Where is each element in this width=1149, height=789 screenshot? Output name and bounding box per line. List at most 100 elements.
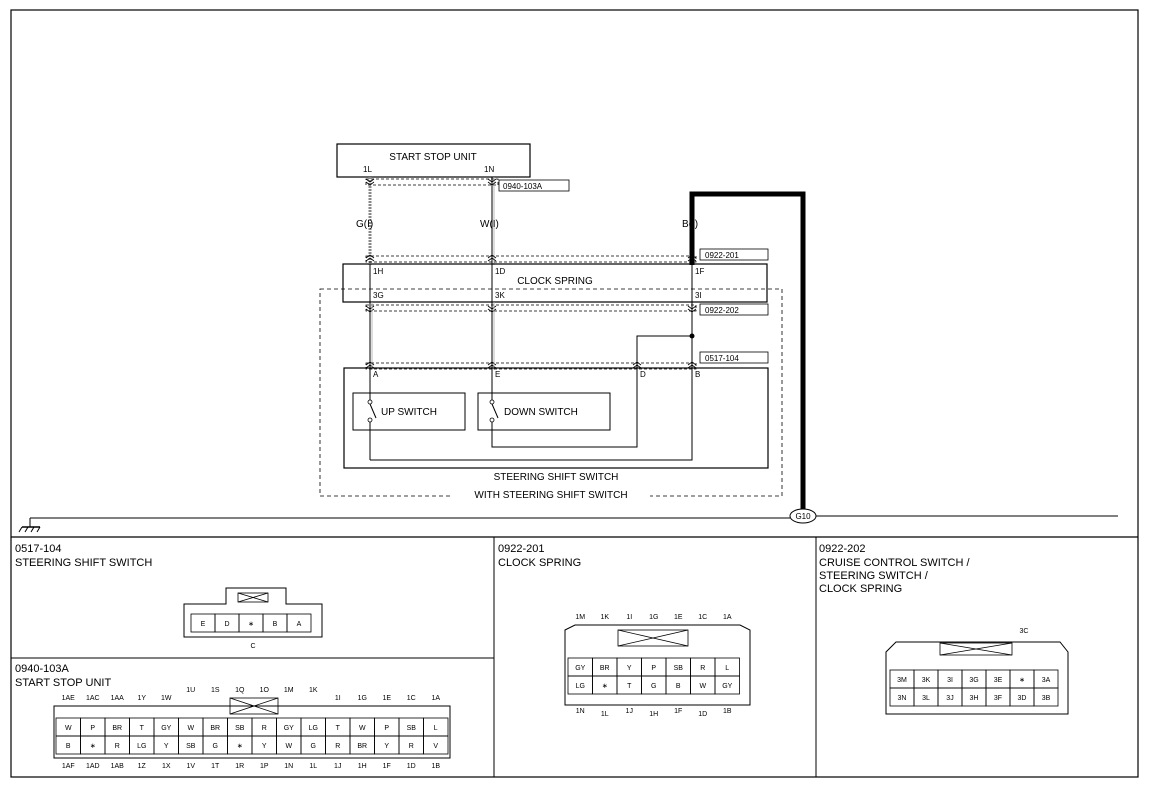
c0517-id: 0517-104 bbox=[15, 543, 62, 555]
c0922-202-row1: ∗ bbox=[1019, 677, 1025, 684]
wire-w-label: W(I) bbox=[480, 219, 499, 230]
c0940-bottom-pin: 1V bbox=[186, 763, 195, 770]
c0940-top-pin: 1I bbox=[335, 695, 341, 702]
c0940-row2: R bbox=[409, 743, 414, 750]
c0940-bottom-pin: 1T bbox=[211, 763, 220, 770]
c0922-201-top-pin: 1G bbox=[649, 614, 658, 621]
c0940-name: START STOP UNIT bbox=[15, 677, 111, 689]
c0922-201-id: 0922-201 bbox=[498, 543, 545, 555]
c0940-top-pin: 1K bbox=[309, 687, 318, 694]
steering-shift-switch-box bbox=[343, 367, 769, 469]
c0922-202-row2: 3H bbox=[970, 695, 979, 702]
c0517-bottom: C bbox=[250, 643, 255, 650]
c0940-top-pin: 1Q bbox=[235, 687, 245, 694]
c0517-pin: D bbox=[224, 621, 229, 628]
c0922-202-row1: 3A bbox=[1042, 677, 1051, 684]
c0940-bottom-pin: 1H bbox=[358, 763, 367, 770]
c0940-top-pin: 1C bbox=[407, 695, 416, 702]
chevrons bbox=[365, 178, 697, 369]
c0922-201-bottom-pin: 1J bbox=[626, 708, 633, 715]
c0517-pin: B bbox=[273, 621, 278, 628]
c0940-row2: R bbox=[115, 743, 120, 750]
c0922-202-id: 0922-202 bbox=[819, 543, 866, 555]
c0940-row1: W bbox=[187, 725, 194, 732]
c0517-name: STEERING SHIFT SWITCH bbox=[15, 557, 152, 569]
c0940-row1: SB bbox=[235, 725, 245, 732]
conn-0517-tag-label: 0517-104 bbox=[705, 354, 739, 363]
cs-pin-1d: 1D bbox=[495, 267, 505, 276]
c0940-row2: Y bbox=[384, 743, 389, 750]
cs-pin-1f: 1F bbox=[695, 267, 704, 276]
c0922-201-row2: LG bbox=[576, 683, 585, 690]
c0922-202-row1: 3K bbox=[922, 677, 931, 684]
c0940-top-pin: 1Y bbox=[137, 695, 146, 702]
c0940-top-pin: 1U bbox=[186, 687, 195, 694]
ground-g10-label: G10 bbox=[795, 512, 811, 521]
c0922-201-top-pin: 1M bbox=[575, 614, 585, 621]
c0922-201-bottom-pin: 1B bbox=[723, 708, 732, 715]
c0922-201-row2: W bbox=[699, 683, 706, 690]
c0940-row2: R bbox=[335, 743, 340, 750]
c0940-top-pin: 1O bbox=[260, 687, 270, 694]
c0940-bottom-pin: 1AB bbox=[111, 763, 125, 770]
c0922-202-row1: 3E bbox=[994, 677, 1003, 684]
sss-pin-b: B bbox=[695, 370, 700, 379]
c0922-201-row1: SB bbox=[674, 665, 684, 672]
option-label: WITH STEERING SHIFT SWITCH bbox=[474, 490, 627, 501]
c0940-top-pin: 1G bbox=[358, 695, 367, 702]
c0940-bottom-pin: 1AF bbox=[62, 763, 75, 770]
c0940-bottom-pin: 1N bbox=[284, 763, 293, 770]
c0940-bottom-pin: 1D bbox=[407, 763, 416, 770]
c0922-201-name: CLOCK SPRING bbox=[498, 557, 581, 569]
clock-spring-box bbox=[342, 263, 768, 303]
c0940-row2-cell bbox=[423, 735, 449, 755]
conn-0517-tag bbox=[699, 351, 769, 364]
c0940-row1: R bbox=[262, 725, 267, 732]
c0940-row2: W bbox=[285, 743, 292, 750]
c0940-top-pin: 1M bbox=[284, 687, 294, 694]
c0922-202-row1: 3M bbox=[897, 677, 907, 684]
up-switch-label: UP SWITCH bbox=[381, 407, 437, 418]
cs-pin-3i: 3I bbox=[695, 291, 702, 300]
c0940-row2: ∗ bbox=[90, 743, 96, 750]
c0940-row2: B bbox=[66, 743, 71, 750]
c0940-row1: GY bbox=[284, 725, 294, 732]
steering-shift-switch-title: STEERING SHIFT SWITCH bbox=[494, 472, 619, 483]
c0940-row2: BR bbox=[357, 743, 367, 750]
conn-0922-201-tag-label: 0922-201 bbox=[705, 251, 739, 260]
c0940-row2: LG bbox=[137, 743, 146, 750]
c0922-201-bottom-pin: 1F bbox=[674, 708, 682, 715]
c0940-row2: G bbox=[311, 743, 316, 750]
c0922-202-row2: 3F bbox=[994, 695, 1002, 702]
c0517-pin: E bbox=[201, 621, 206, 628]
conn-0940-tag-label: 0940-103A bbox=[503, 182, 543, 191]
c0922-201-bottom-pin: 1H bbox=[649, 711, 658, 718]
c0940-row2: ∗ bbox=[237, 743, 243, 750]
conn-0922-201-tag bbox=[699, 248, 769, 261]
c0940-id: 0940-103A bbox=[15, 663, 69, 675]
conn-0940-dashed bbox=[365, 178, 499, 186]
down-switch-box bbox=[477, 392, 611, 431]
c0922-202-row2: 3J bbox=[946, 695, 953, 702]
c0922-201-top-pin: 1K bbox=[600, 614, 609, 621]
c0922-201-bottom-pin: 1D bbox=[698, 711, 707, 718]
wire-g-label: G(I) bbox=[356, 219, 373, 230]
c0940-row1: L bbox=[434, 725, 438, 732]
c0922-201-row2: T bbox=[627, 683, 632, 690]
c0940-bottom-pin: 1B bbox=[431, 763, 440, 770]
c0940-top-pin: 1S bbox=[211, 687, 220, 694]
c0922-202-row2: 3D bbox=[1018, 695, 1027, 702]
c0940-row1: BR bbox=[210, 725, 220, 732]
c0940-row1: P bbox=[90, 725, 95, 732]
c0922-202-top: 3C bbox=[1020, 628, 1029, 635]
c0940-row1: BR bbox=[112, 725, 122, 732]
conn-0922-202-tag bbox=[699, 303, 769, 316]
c0940-bottom-pin: 1AD bbox=[86, 763, 100, 770]
conn-0940-tag bbox=[498, 179, 570, 192]
c0940-top-pin: 1A bbox=[431, 695, 440, 702]
clock-spring-title: CLOCK SPRING bbox=[517, 276, 593, 287]
c0940-bottom-pin: 1F bbox=[383, 763, 391, 770]
ground-g10-badge bbox=[789, 508, 817, 524]
